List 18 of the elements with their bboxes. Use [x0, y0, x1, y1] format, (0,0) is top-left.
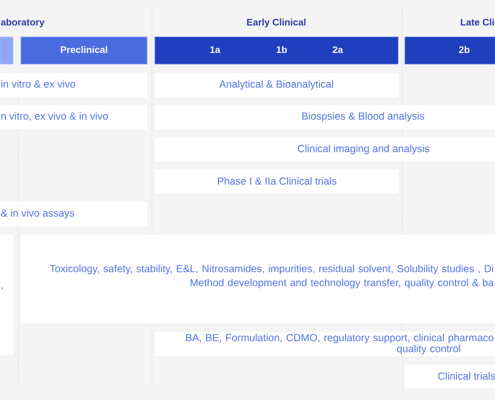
service-box: Clinical imaging and analysis: [154, 138, 495, 162]
column-heading: Late Cli: [460, 18, 494, 26]
phase-bar: Preclinical: [20, 36, 148, 64]
service-box: Analytical & Bioanalytical: [154, 72, 398, 98]
service-box: BA, BE, Formulation, CDMO, regulatory support, clinical pharmaco quality control: [154, 332, 495, 356]
service-box: Clinical trials: [404, 364, 495, 388]
service-box: ,: [0, 234, 14, 356]
service-box: & in vivo assays: [0, 202, 148, 226]
column-heading: aboratory: [0, 18, 44, 28]
phase-bar: [0, 36, 14, 64]
service-box: Biospsies & Blood analysis: [154, 104, 495, 130]
service-box: Phase I & IIa Clinical trials: [154, 170, 398, 194]
service-box: Toxicology, safety, stability, E&L, Nitrosamides, impurities, residual solvent, Solubility studies , Di Method development and technology transfer, quality control & ba: [20, 234, 495, 324]
service-box: n vitro, ex vivo & in vivo: [0, 104, 148, 130]
phase-bar: 2b: [404, 36, 495, 64]
service-box: in vitro & ex vivo: [0, 72, 148, 98]
phase-bar: 1a 1b 2a: [154, 36, 398, 64]
column-heading: Early Clinical: [247, 18, 306, 28]
